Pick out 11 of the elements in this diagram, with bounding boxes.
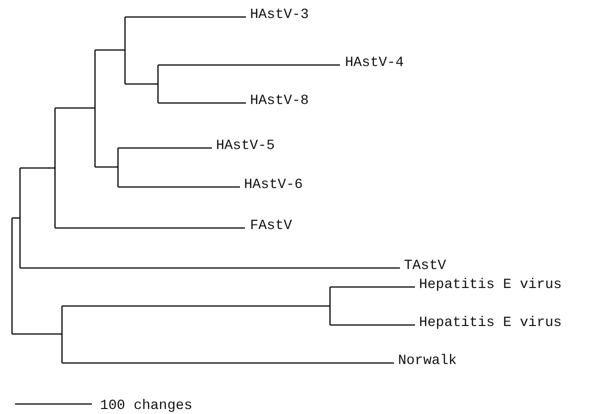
taxon-label: HAstV-6	[244, 177, 303, 193]
taxon-label: Hepatitis E virus	[419, 315, 562, 331]
taxon-label: HAstV-8	[250, 93, 309, 109]
taxon-label: Hepatitis E virus	[419, 277, 562, 293]
taxon-label: TAstV	[404, 258, 446, 274]
taxon-label: HAstV-3	[250, 7, 309, 23]
taxon-label: HAstV-4	[345, 55, 404, 71]
taxon-label: HAstV-5	[216, 138, 275, 154]
taxon-label: Norwalk	[398, 353, 457, 369]
scale-bar-label: 100 changes	[100, 398, 192, 414]
taxon-label: FAstV	[250, 218, 292, 234]
